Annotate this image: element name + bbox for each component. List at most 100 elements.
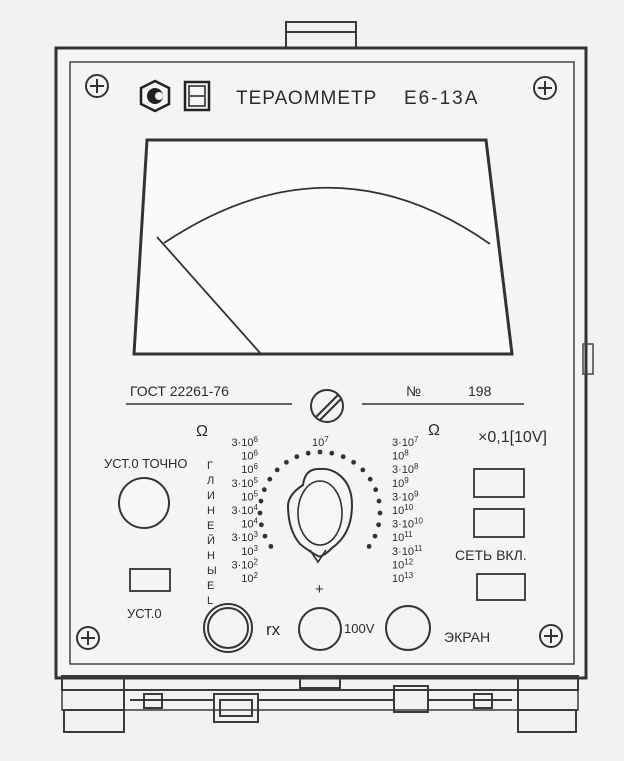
vertical-letter: Ы — [207, 565, 217, 577]
ohm-symbol-left: Ω — [196, 423, 208, 440]
front-plate — [69, 61, 575, 665]
ekran-label: ЭКРАН — [444, 629, 490, 645]
range-labels-left: 3·1061061063·1051053·1041043·1031033·102… — [232, 435, 259, 585]
model-number: Е6-13А — [404, 88, 479, 109]
range-label-left: 102 — [241, 571, 258, 585]
range-labels-right: 3·1071083·1081093·10910103·101010113·101… — [392, 435, 423, 585]
range-label-left: 3·105 — [232, 476, 259, 490]
range-label-left: 3·102 — [232, 557, 259, 571]
range-dot — [372, 533, 378, 539]
screw-bottom-left-icon — [76, 626, 100, 650]
range-label-top: 107 — [312, 435, 329, 449]
fine-zero-knob[interactable] — [118, 477, 170, 529]
multiplier-label: ×0,1[10V] — [478, 429, 547, 446]
gost-standard-label: ГОСТ 22261-76 — [130, 383, 229, 399]
ohm-symbol-right: Ω — [428, 422, 440, 439]
range-label-right: 108 — [392, 449, 409, 463]
vertical-letter: Н — [207, 505, 215, 517]
side-latch — [582, 343, 594, 375]
number-sign-label: № — [406, 383, 421, 399]
range-label-right: 109 — [392, 476, 409, 490]
screw-bottom-right-icon — [539, 624, 563, 648]
range-dot — [259, 522, 264, 528]
range-label-left: 106 — [241, 462, 258, 476]
vertical-letter: Е — [207, 580, 214, 592]
range-label-right: 1012 — [392, 557, 414, 571]
indicator-window-2 — [473, 508, 525, 538]
range-dot — [267, 476, 273, 482]
range-dot — [340, 454, 346, 460]
range-label-left: 103 — [241, 544, 258, 558]
vertical-letter: Н — [207, 550, 215, 562]
base-stand — [61, 675, 579, 733]
power-on-label: СЕТЬ ВКЛ. — [455, 547, 527, 563]
vertical-letter: Е — [207, 520, 214, 532]
range-dot — [351, 459, 356, 465]
meter-needle — [156, 236, 262, 355]
range-selector-knob[interactable] — [286, 467, 354, 564]
range-dot — [376, 522, 381, 528]
range-dot — [329, 450, 335, 456]
power-switch[interactable] — [476, 573, 526, 601]
plus-sign: + — [315, 581, 324, 598]
range-label-right: 1011 — [392, 530, 413, 544]
100v-label: 100V — [344, 621, 375, 636]
range-label-right: 3·1010 — [392, 517, 423, 531]
range-label-right: 1010 — [392, 503, 414, 517]
range-label-right: 1013 — [392, 571, 414, 585]
range-dot — [360, 467, 366, 473]
serial-number: 198 — [468, 383, 492, 399]
vertical-letter: Л — [207, 475, 214, 487]
range-dot — [373, 487, 379, 493]
screw-top-left-icon — [85, 74, 109, 98]
range-dot — [284, 459, 289, 465]
range-dot — [294, 454, 300, 460]
range-dot — [367, 476, 373, 482]
factory-logo-icon — [183, 80, 211, 112]
range-label-right: 3·107 — [392, 435, 419, 449]
100v-terminal[interactable] — [298, 607, 342, 651]
range-dot — [305, 450, 311, 456]
range-dot — [258, 498, 264, 504]
vertical-letter: Г — [207, 460, 213, 472]
mechanical-zero-screw[interactable] — [310, 389, 344, 423]
range-selector-dots — [257, 449, 383, 549]
ekran-terminal[interactable] — [385, 605, 431, 651]
range-label-right: 3·108 — [392, 462, 419, 476]
range-label-right: 3·1011 — [392, 544, 423, 558]
ust0-label: УСТ.0 — [127, 606, 162, 621]
range-label-left: 106 — [241, 449, 258, 463]
range-label-right: 3·109 — [392, 489, 419, 503]
zero-button[interactable] — [129, 568, 171, 592]
screw-top-right-icon — [533, 76, 557, 100]
instrument-title: ТЕРАОММЕТР — [236, 88, 377, 109]
indicator-window-1 — [473, 468, 525, 498]
range-dot — [376, 498, 382, 504]
range-dot — [268, 544, 274, 549]
range-dot — [317, 449, 323, 455]
range-dot — [274, 467, 280, 473]
range-label-left: 105 — [241, 489, 258, 503]
vertical-letter: Й — [207, 534, 215, 547]
range-dot — [377, 510, 383, 516]
top-handle — [285, 21, 357, 51]
range-label-left: 3·104 — [232, 503, 259, 517]
rx-label: rx — [266, 620, 281, 639]
range-dot — [257, 510, 263, 516]
range-label-left: 3·106 — [232, 435, 259, 449]
quality-mark-logo-icon — [139, 79, 171, 113]
vertical-letter: L — [207, 595, 213, 607]
vertical-letter: И — [207, 490, 215, 502]
rx-terminal[interactable] — [203, 603, 253, 653]
range-dot — [366, 544, 372, 549]
range-dot — [262, 533, 268, 539]
range-label-left: 3·103 — [232, 530, 259, 544]
meter-window — [132, 138, 514, 356]
svg-text:107: 107 — [312, 435, 329, 449]
meter-scale-arc — [163, 186, 491, 245]
range-dot — [261, 487, 267, 493]
ust-tochno-label: УСТ.0 ТОЧНО — [104, 456, 188, 471]
